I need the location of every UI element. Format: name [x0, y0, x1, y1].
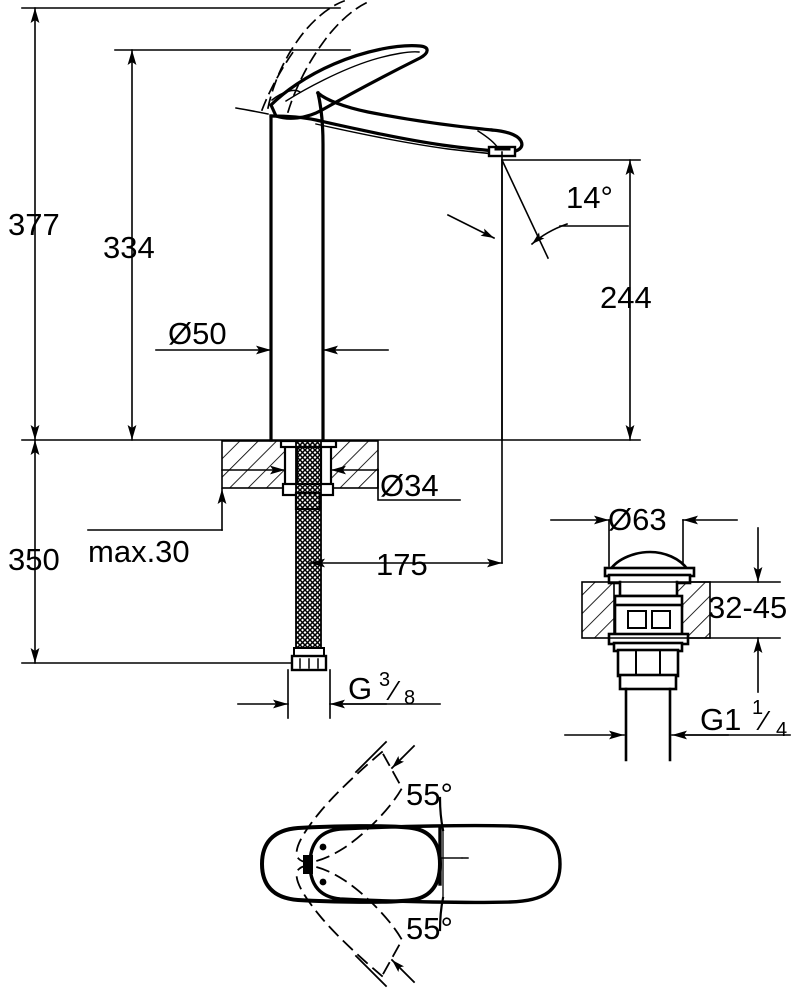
label-projection: 175 [376, 547, 428, 582]
drain-waste-body [603, 550, 696, 762]
dimension-total-height [21, 7, 341, 441]
plan-lever-ghost-lower [295, 865, 404, 978]
label-hose-length: 350 [8, 542, 60, 577]
plan-center-lines [439, 829, 469, 899]
dimension-cap-diameter [550, 515, 738, 567]
waste-thread-numerator: 1 [752, 697, 763, 719]
dimension-supply-thread [237, 669, 441, 719]
label-supply-thread: G 3 ⁄ 8 [348, 669, 415, 709]
label-deck-thickness: max.30 [88, 534, 190, 569]
label-outlet-angle: 14° [566, 180, 613, 215]
label-body-height: 334 [103, 230, 155, 265]
faucet-lever-raised-detail [235, 89, 302, 115]
label-total-height: 377 [8, 207, 60, 242]
dimension-basin-thickness [609, 527, 781, 693]
plan-lever-outline [260, 824, 442, 904]
plan-spout-outline [308, 823, 562, 905]
label-basin-thickness: 32-45 [708, 590, 787, 625]
basin-deck-section [221, 440, 379, 489]
faucet-body-spout [269, 90, 524, 442]
plan-lever-ghost-upper [295, 750, 404, 863]
waste-thread-denominator: 4 [776, 719, 787, 741]
supply-hose [290, 440, 328, 672]
faucet-lever-handle [269, 44, 429, 120]
label-spout-height: 244 [600, 280, 652, 315]
label-swivel-lower: 55° [406, 911, 453, 946]
label-base-diameter: Ø50 [168, 316, 227, 351]
label-swivel-upper: 55° [406, 777, 453, 812]
waste-thread-prefix: G1 [700, 702, 741, 737]
supply-thread-prefix: G [348, 671, 372, 706]
label-cap-diameter: Ø63 [608, 502, 667, 537]
dimension-outlet-angle [446, 158, 641, 441]
plan-angle-upper [354, 740, 445, 886]
dimension-hose-length [21, 439, 301, 664]
supply-thread-denominator: 8 [404, 687, 415, 709]
label-shank-diameter: Ø34 [380, 468, 439, 503]
dimension-shank-diameter [221, 465, 461, 501]
faucet-lever-raised-ghost [260, 0, 368, 114]
dimension-deck-thickness [87, 488, 227, 531]
plan-lever-indicators [303, 843, 327, 886]
dimension-body-height [114, 49, 351, 441]
faucet-lever-highlight [285, 51, 420, 102]
supply-thread-numerator: 3 [379, 669, 390, 691]
plan-angle-lower [354, 896, 445, 988]
